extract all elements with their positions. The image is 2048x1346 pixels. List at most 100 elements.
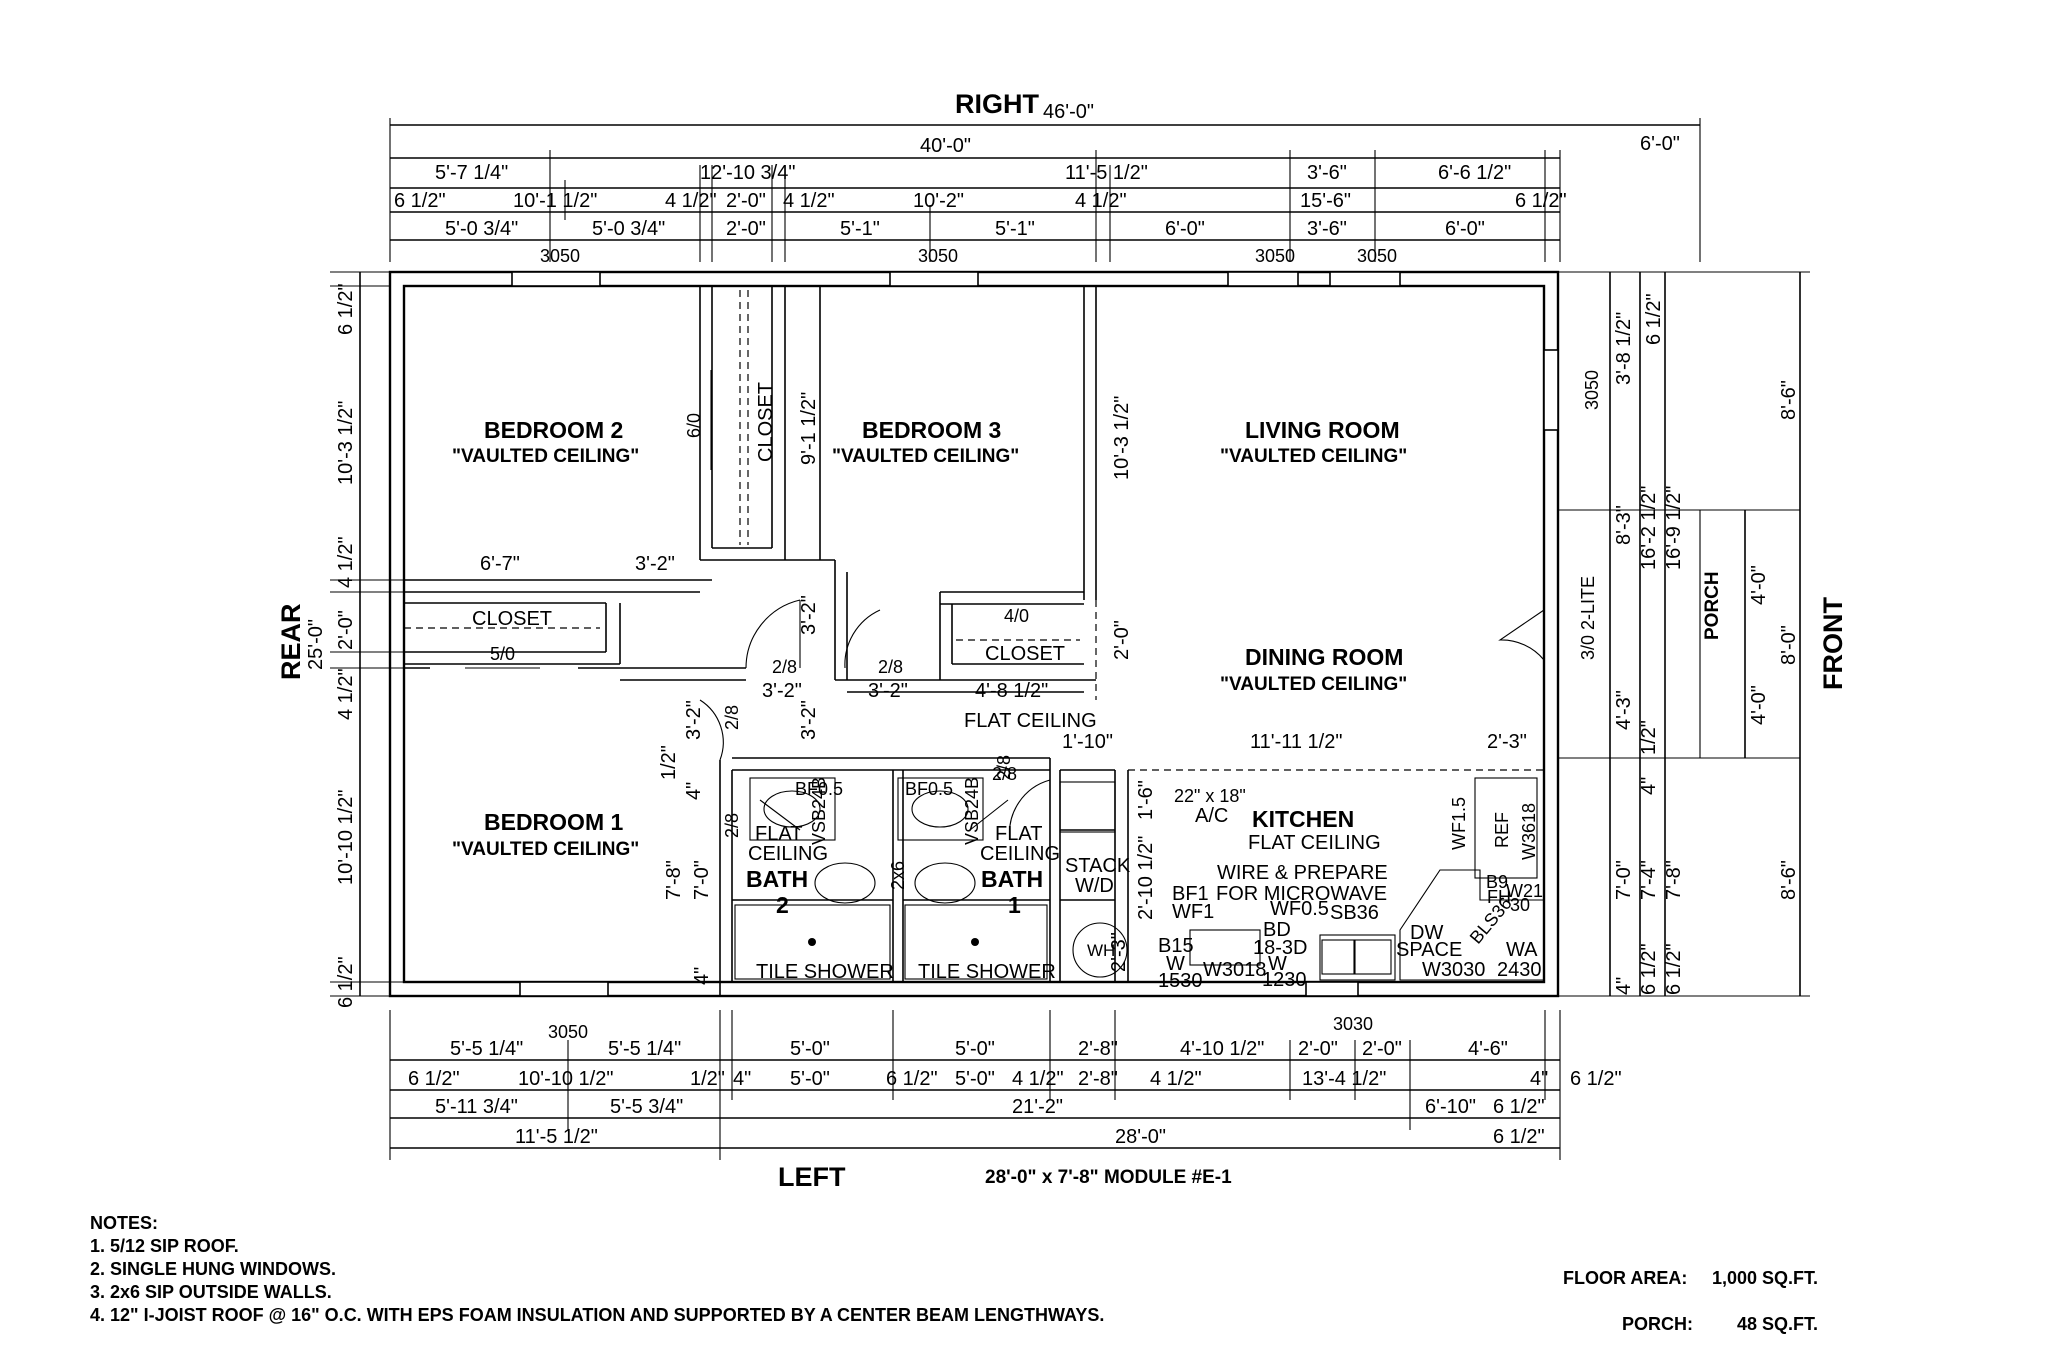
svg-text:40'-0": 40'-0": [920, 135, 971, 157]
exterior-walls: [388, 270, 1560, 998]
svg-text:11'-5 1/2": 11'-5 1/2": [1065, 162, 1148, 184]
svg-text:6 1/2": 6 1/2": [1638, 943, 1660, 995]
note-3: 3. 2x6 SIP OUTSIDE WALLS.: [90, 1282, 332, 1302]
svg-text:10'-10 1/2": 10'-10 1/2": [335, 790, 357, 885]
svg-text:5/0: 5/0: [490, 644, 515, 664]
closet-rear-label: CLOSET: [472, 608, 552, 630]
svg-text:4 1/2": 4 1/2": [335, 668, 357, 720]
svg-text:6'-6 1/2": 6'-6 1/2": [1438, 162, 1511, 184]
svg-text:5'-5 1/4": 5'-5 1/4": [450, 1038, 523, 1060]
porch-area-value: 48 SQ.FT.: [1737, 1314, 1819, 1334]
svg-text:11'-5 1/2": 11'-5 1/2": [515, 1126, 598, 1148]
svg-text:B15: B15: [1158, 935, 1194, 957]
svg-text:4": 4": [691, 967, 713, 985]
svg-text:2/8: 2/8: [878, 657, 903, 677]
svg-text:2/8: 2/8: [722, 705, 742, 730]
svg-text:6 1/2": 6 1/2": [335, 956, 357, 1008]
svg-text:W21: W21: [1506, 881, 1543, 901]
svg-text:W: W: [1166, 953, 1185, 975]
svg-text:3'-2": 3'-2": [868, 680, 908, 702]
note-2: 2. SINGLE HUNG WINDOWS.: [90, 1259, 337, 1279]
ac-size: 22" x 18": [1174, 786, 1246, 806]
svg-text:8'-3": 8'-3": [1613, 505, 1635, 545]
svg-text:2'-10 1/2": 2'-10 1/2": [1135, 836, 1157, 920]
svg-text:6 1/2": 6 1/2": [1493, 1096, 1545, 1118]
svg-text:4'-0": 4'-0": [1748, 565, 1770, 605]
svg-text:1530: 1530: [1158, 970, 1203, 992]
svg-text:SPACE: SPACE: [1396, 939, 1462, 961]
svg-text:5'-0": 5'-0": [790, 1068, 830, 1090]
svg-text:8'-6": 8'-6": [1778, 860, 1800, 900]
svg-text:2'-3": 2'-3": [1108, 932, 1130, 972]
svg-text:2'-0": 2'-0": [335, 610, 357, 650]
doors: [465, 370, 1545, 841]
svg-text:1230: 1230: [1262, 969, 1307, 991]
rear-label: REAR: [276, 603, 306, 680]
svg-text:5'-7 1/4": 5'-7 1/4": [435, 162, 508, 184]
kitchen-ceiling: FLAT CEILING: [1248, 832, 1381, 854]
svg-text:4'-6": 4'-6": [1468, 1038, 1508, 1060]
svg-text:4 1/2": 4 1/2": [1075, 190, 1127, 212]
svg-text:7'-0": 7'-0": [1613, 860, 1635, 900]
svg-text:4'-0": 4'-0": [1748, 685, 1770, 725]
svg-text:5'-1": 5'-1": [995, 218, 1035, 240]
bath2-ceiling: CEILING: [748, 843, 828, 865]
tile-shower-2: TILE SHOWER: [756, 961, 894, 983]
rear-dim: 25'-0": [305, 619, 327, 670]
stack-label: STACK: [1065, 855, 1131, 877]
module-label: 28'-0" x 7'-8" MODULE #E-1: [985, 1167, 1232, 1188]
svg-text:5'-0": 5'-0": [955, 1068, 995, 1090]
svg-text:6 1/2": 6 1/2": [1515, 190, 1567, 212]
dining-ceiling: "VAULTED CEILING": [1220, 674, 1407, 695]
svg-text:10'-10 1/2": 10'-10 1/2": [518, 1068, 613, 1090]
bath1-flat: FLAT: [995, 823, 1042, 845]
svg-text:16'-2 1/2": 16'-2 1/2": [1638, 486, 1660, 570]
bath1-label: BATH: [981, 866, 1043, 892]
bath1-num: 1: [1008, 892, 1021, 918]
svg-text:11'-11 1/2": 11'-11 1/2": [1250, 731, 1342, 753]
svg-text:6 1/2": 6 1/2": [408, 1068, 460, 1090]
svg-text:6/0: 6/0: [684, 413, 704, 438]
svg-text:4 1/2": 4 1/2": [335, 536, 357, 588]
svg-text:5'-0 3/4": 5'-0 3/4": [592, 218, 665, 240]
svg-text:1/2": 1/2": [690, 1068, 725, 1090]
fixtures: [734, 777, 1545, 981]
svg-text:SB36: SB36: [1330, 902, 1379, 924]
ac-label: A/C: [1195, 805, 1228, 827]
svg-text:2/8: 2/8: [994, 755, 1014, 780]
svg-text:3050: 3050: [1582, 370, 1602, 410]
svg-text:3'-6": 3'-6": [1307, 218, 1347, 240]
svg-text:6 1/2": 6 1/2": [1493, 1126, 1545, 1148]
svg-text:7'-4": 7'-4": [1638, 860, 1660, 900]
room-bedroom1: BEDROOM 1: [484, 809, 624, 835]
svg-text:7'-8": 7'-8": [1663, 860, 1685, 900]
wh-label: WH: [1087, 941, 1115, 960]
room-living: LIVING ROOM: [1245, 417, 1400, 443]
bath1-ceiling: CEILING: [980, 843, 1060, 865]
svg-text:6 1/2": 6 1/2": [394, 190, 446, 212]
svg-text:1/2": 1/2": [1638, 720, 1660, 755]
svg-text:2x6: 2x6: [888, 861, 908, 890]
svg-text:BF1: BF1: [1172, 883, 1209, 905]
porch-label: PORCH: [1702, 571, 1723, 640]
notes-block: NOTES: 1. 5/12 SIP ROOF. 2. SINGLE HUNG …: [90, 1212, 1104, 1327]
svg-text:3030: 3030: [1333, 1014, 1373, 1034]
svg-text:2/8: 2/8: [722, 813, 742, 838]
svg-text:5'-0 3/4": 5'-0 3/4": [445, 218, 518, 240]
svg-text:8'-6": 8'-6": [1778, 380, 1800, 420]
svg-text:3050: 3050: [1255, 246, 1295, 266]
bedroom3-ceiling: "VAULTED CEILING": [832, 446, 1019, 467]
svg-text:VSB24B: VSB24B: [962, 777, 982, 845]
room-bedroom3: BEDROOM 3: [862, 417, 1001, 443]
svg-text:10'-1 1/2": 10'-1 1/2": [513, 190, 597, 212]
svg-text:21'-2": 21'-2": [1012, 1096, 1063, 1118]
svg-text:2'-0": 2'-0": [1111, 620, 1133, 660]
closet-hall-label: CLOSET: [985, 643, 1065, 665]
door-label: 3/0 2-LITE: [1578, 576, 1598, 660]
svg-text:3'-2": 3'-2": [683, 700, 705, 740]
left-dimensions: [330, 271, 404, 997]
room-kitchen: KITCHEN: [1252, 806, 1354, 832]
svg-text:4 1/2": 4 1/2": [665, 190, 717, 212]
bedroom1-ceiling: "VAULTED CEILING": [452, 839, 639, 860]
